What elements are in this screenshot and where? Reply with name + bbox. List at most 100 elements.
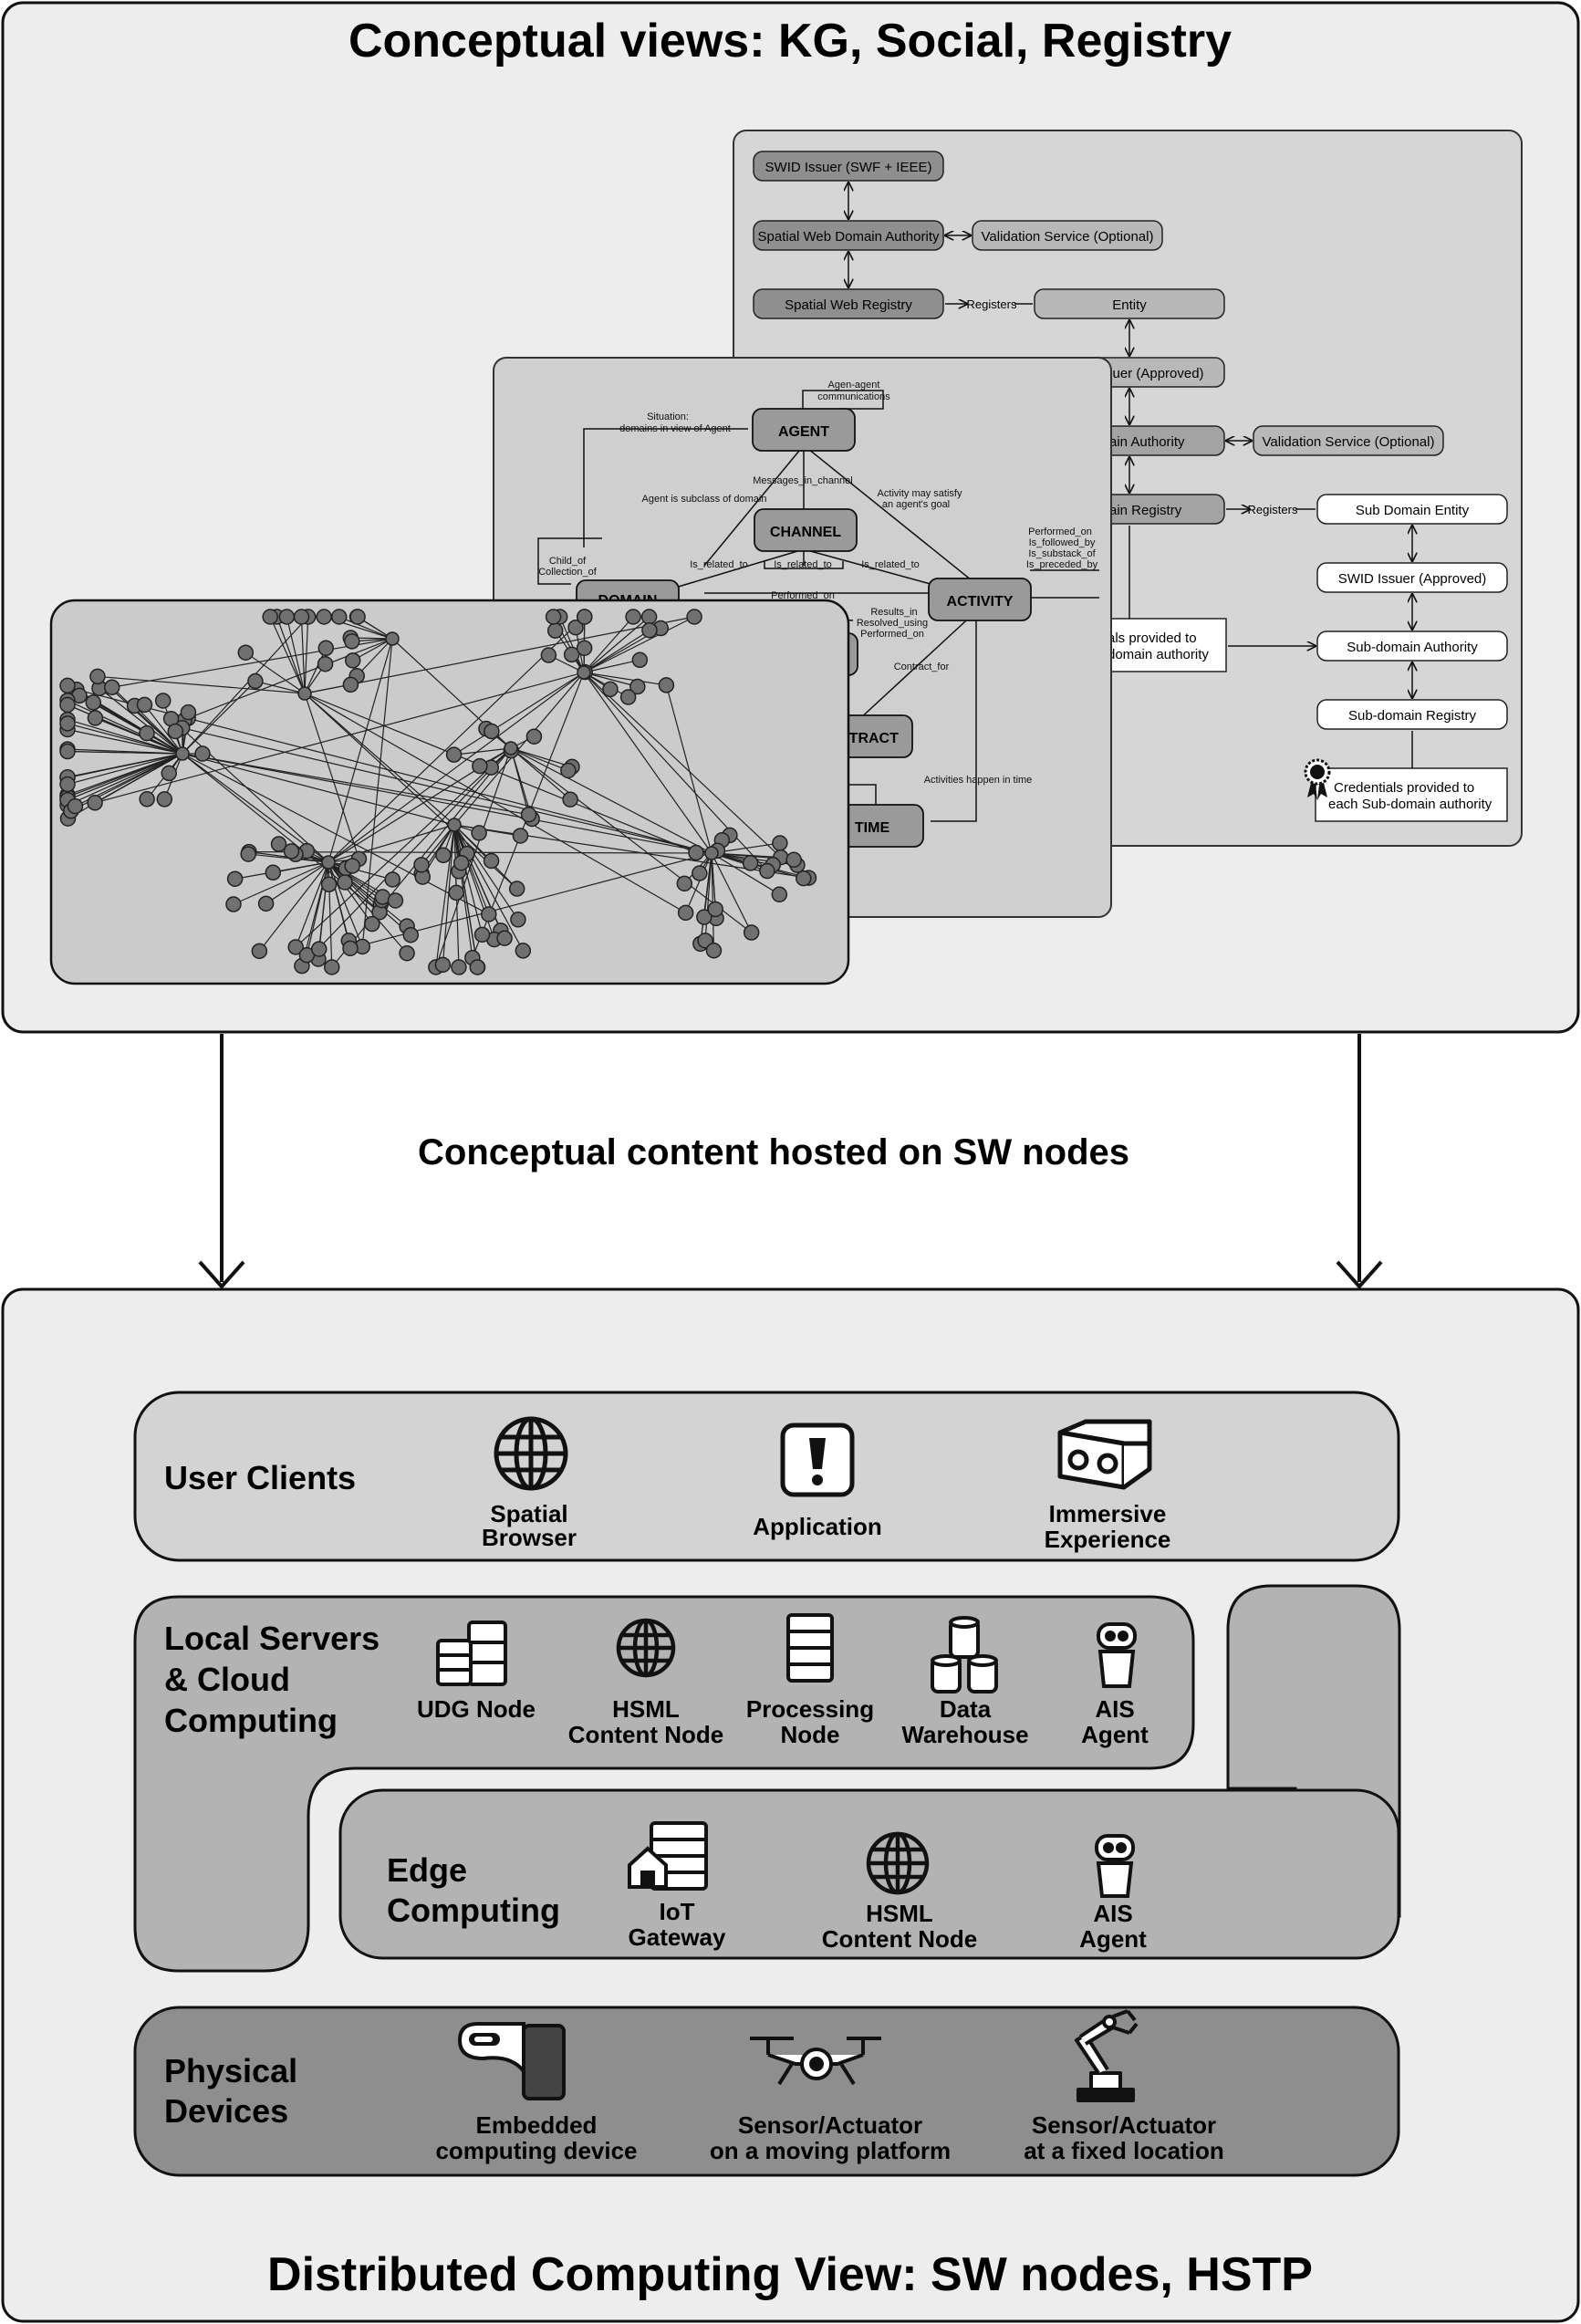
svg-text:& Cloud: & Cloud (164, 1661, 290, 1698)
network-node (154, 693, 172, 709)
network-node (545, 609, 562, 625)
network-node (697, 933, 713, 949)
network-node (317, 655, 334, 672)
network-edge (442, 824, 455, 965)
network-node (577, 609, 593, 625)
svg-text:Messages_in_channel: Messages_in_channel (753, 475, 852, 486)
network-edge (286, 616, 306, 694)
network-node (602, 681, 619, 698)
network-node (484, 723, 500, 740)
network-node (515, 943, 532, 959)
network-edge (583, 659, 640, 673)
network-edge (510, 747, 530, 815)
svg-text:Credentials provided to: Credentials provided to (1334, 780, 1474, 796)
svg-text:at a fixed location: at a fixed location (1024, 2137, 1224, 2164)
network-node (434, 956, 452, 974)
network-node (435, 847, 452, 864)
svg-text:CHANNEL: CHANNEL (770, 525, 841, 540)
network-edge (510, 747, 571, 800)
svg-text:Computing: Computing (164, 1702, 338, 1739)
svg-text:Results_in: Results_in (870, 607, 917, 618)
svg-text:Application: Application (753, 1513, 882, 1540)
svg-text:ain Registry: ain Registry (1109, 503, 1182, 518)
network-node (85, 694, 102, 711)
network-node (696, 909, 712, 925)
network-node (512, 828, 529, 844)
network-node (89, 668, 106, 685)
svg-text:Performed_on: Performed_on (771, 590, 835, 601)
network-node (297, 686, 312, 701)
network-edge (276, 616, 306, 694)
svg-text:SWID Issuer (SWF + IEEE): SWID Issuer (SWF + IEEE) (765, 160, 932, 175)
svg-text:Browser: Browser (482, 1524, 577, 1551)
network-node (525, 728, 543, 745)
network-node (136, 696, 153, 714)
robot-arm-icon (1075, 2009, 1139, 2102)
swid-issuer-box (753, 151, 944, 182)
svg-text:HSML: HSML (866, 1900, 933, 1927)
network-nodes (59, 609, 817, 975)
network-edge (255, 680, 306, 694)
globe-icon (866, 1831, 930, 1895)
network-node (704, 846, 719, 860)
network-edge (265, 861, 329, 904)
network-node (59, 677, 76, 694)
network-edge (711, 852, 780, 895)
network-node (59, 776, 76, 793)
network-edge (453, 824, 521, 837)
network-node (743, 924, 760, 941)
network-edge (583, 630, 650, 673)
svg-text:Sub-domain Authority: Sub-domain Authority (1347, 640, 1478, 655)
network-node (640, 609, 658, 625)
kg-node-agent (752, 408, 856, 452)
network-edge (328, 861, 373, 924)
network-edge (453, 824, 478, 968)
svg-text:Sensor/Actuator: Sensor/Actuator (738, 2111, 922, 2139)
svg-text:AIS: AIS (1093, 1900, 1132, 1927)
registry-card: SWID Issuer (SWF + IEEE) Spatial Web Dom… (733, 130, 1523, 847)
network-edge (300, 616, 306, 694)
connector-arrows (198, 1034, 1383, 1290)
svg-text:SWID Issuer (Approved): SWID Issuer (Approved) (1338, 571, 1487, 587)
svg-text:Is_followed_by: Is_followed_by (1029, 537, 1096, 548)
network-node (316, 609, 332, 625)
network-node (451, 959, 467, 975)
entity-box (1034, 288, 1225, 319)
svg-text:computing device: computing device (435, 2137, 637, 2164)
network-edge (171, 718, 329, 863)
network-edge (94, 672, 585, 804)
network-edge (338, 616, 393, 640)
network-edge (295, 861, 329, 948)
network-node (247, 672, 264, 690)
network-edge (248, 851, 712, 854)
network-edge (67, 728, 183, 755)
svg-text:Edge: Edge (387, 1851, 467, 1889)
svg-text:Agent: Agent (1081, 1721, 1149, 1748)
network-edge (583, 672, 782, 859)
network-node (676, 875, 693, 892)
network-node (175, 746, 190, 761)
network-edge (453, 672, 585, 826)
svg-text:Situation:: Situation: (647, 412, 689, 422)
svg-text:Is_related_to: Is_related_to (690, 559, 748, 570)
network-edges (67, 616, 809, 968)
network-node (402, 926, 420, 943)
network-edge (244, 651, 306, 694)
network-edge (583, 616, 650, 673)
svg-text:Experience: Experience (1045, 1526, 1171, 1553)
database-icon (931, 1616, 998, 1693)
kg-node-activity (928, 578, 1032, 621)
svg-text:an agent's goal: an agent's goal (882, 499, 950, 510)
network-edge (111, 638, 393, 688)
drone-icon (750, 2037, 881, 2086)
network-edge (510, 747, 712, 854)
network-edge (453, 824, 505, 939)
network-node (293, 609, 310, 625)
user-clients-band: User Clients Spatial Browser Application… (133, 1391, 1400, 1562)
sub-domain-registry-box (1316, 699, 1508, 730)
svg-text:Child_of: Child_of (549, 556, 587, 567)
network-node (310, 941, 328, 957)
svg-text:Is_preceded_by: Is_preceded_by (1026, 559, 1098, 570)
network-edge (328, 861, 380, 913)
network-node (270, 836, 287, 852)
